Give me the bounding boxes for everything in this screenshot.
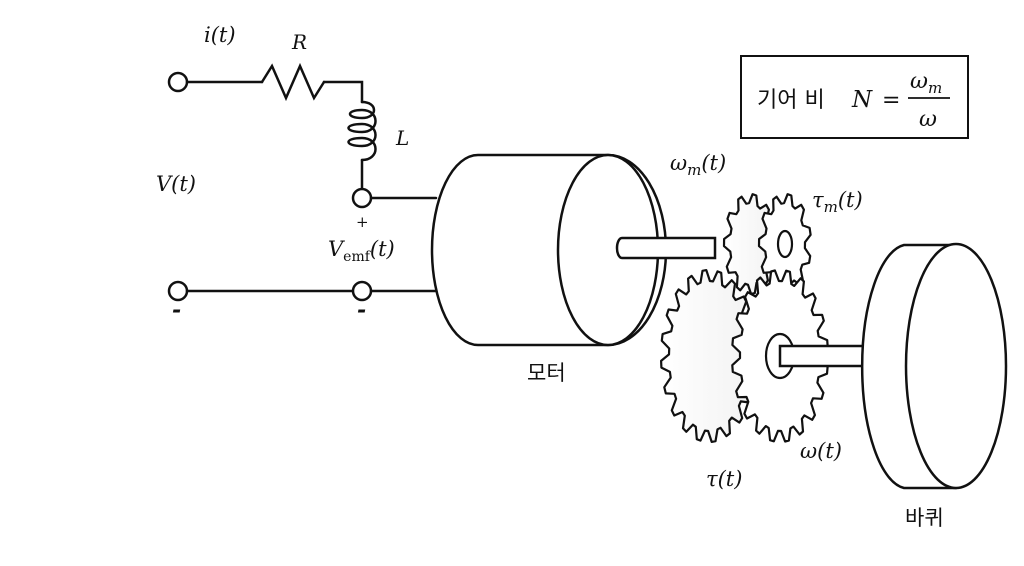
pinion-gear (722, 193, 812, 296)
gear-ratio-equals: = (882, 88, 900, 113)
inductor-label: L (395, 126, 409, 150)
output-torque-label: τ(t) (706, 467, 742, 491)
gear-ratio-denominator: ω (919, 107, 937, 132)
motor-label: 모터 (527, 361, 566, 385)
current-label: i(t) (204, 23, 236, 47)
resistor-label: R (291, 30, 307, 54)
resistor (260, 62, 326, 102)
output-speed-label: ω(t) (800, 439, 842, 463)
terminal-emf-plus (351, 187, 373, 209)
motor-torque-label: τm(t) (812, 188, 863, 216)
gear-ratio-label: 기어 비 (757, 88, 825, 113)
emf-plus-sign: + (356, 213, 369, 231)
gear-ratio-box: 기어 비 N = ωm ω (740, 55, 969, 139)
wire-resistor-to-inductor (322, 80, 364, 104)
gear-ratio-numerator: ωm (910, 69, 942, 97)
terminal-top-left (167, 71, 189, 93)
pinion-gear-bore (776, 229, 794, 259)
wheel (778, 242, 1008, 490)
minus-left: - (172, 297, 181, 323)
motor-shaft (615, 236, 717, 260)
wheel-shaft (778, 344, 868, 368)
inductor (347, 100, 377, 162)
motor-speed-label: ωm(t) (670, 151, 726, 179)
minus-right: - (357, 297, 366, 323)
wheel-face (904, 242, 1008, 490)
circuit (167, 62, 438, 302)
gear-ratio-var: N (851, 87, 873, 113)
emf-label: Vemf(t) (328, 237, 395, 265)
voltage-label: V(t) (156, 172, 196, 196)
large-gear-side (660, 269, 758, 443)
wheel-label: 바퀴 (905, 506, 944, 530)
motor (430, 153, 717, 347)
